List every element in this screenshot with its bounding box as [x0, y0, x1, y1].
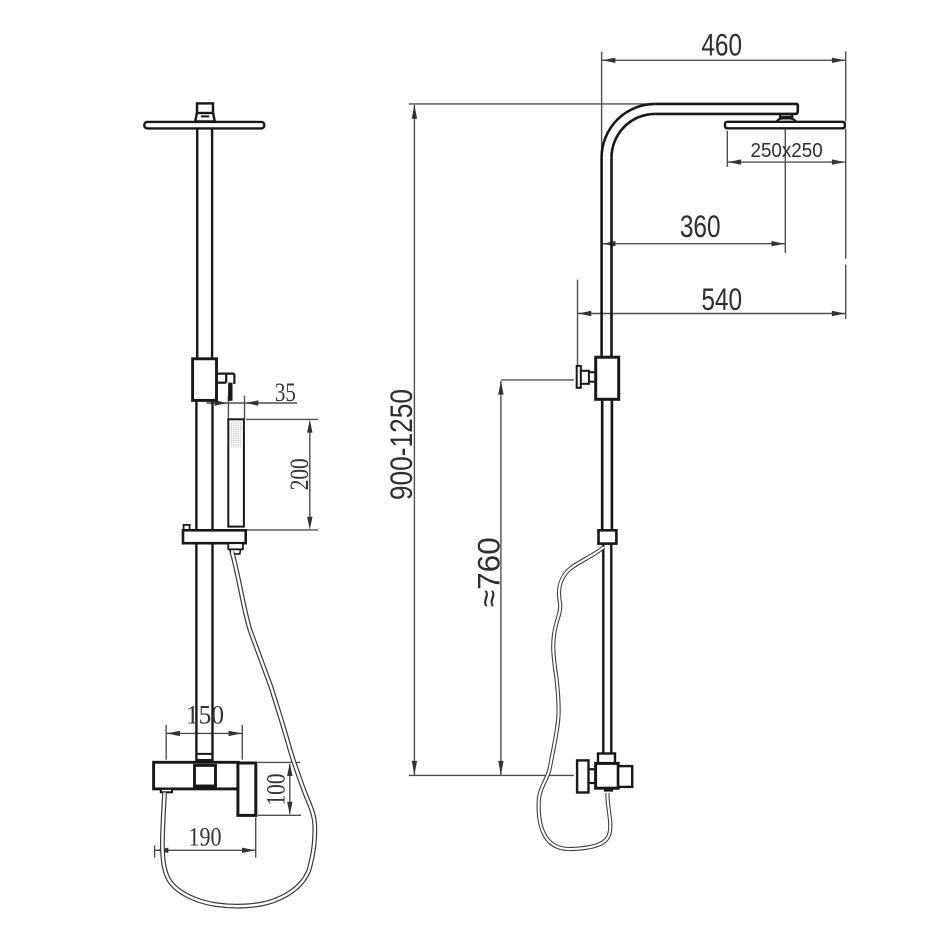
svg-text:190: 190 [189, 823, 222, 852]
svg-text:540: 540 [701, 281, 742, 317]
svg-text:250x250: 250x250 [750, 139, 822, 162]
svg-text:360: 360 [680, 208, 721, 244]
svg-text:35: 35 [275, 378, 296, 407]
svg-text:200: 200 [285, 458, 314, 490]
svg-text:900-1250: 900-1250 [385, 389, 420, 500]
svg-text:≈760: ≈760 [470, 537, 506, 607]
svg-text:460: 460 [701, 26, 742, 62]
svg-text:150: 150 [186, 700, 224, 729]
svg-text:100: 100 [262, 774, 291, 806]
